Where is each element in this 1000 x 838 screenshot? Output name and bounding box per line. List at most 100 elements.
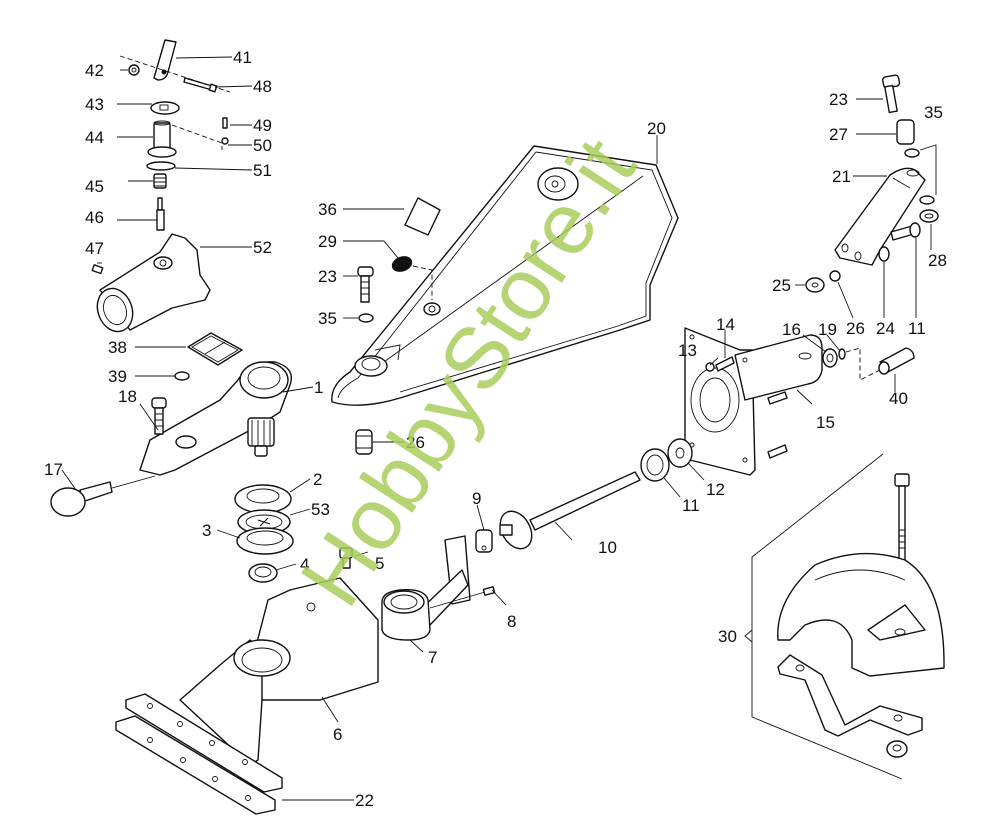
callout-23-right: 23 <box>829 90 848 109</box>
callout-6: 6 <box>333 725 342 744</box>
part-17-ring <box>838 347 881 381</box>
part-8-screw <box>429 586 496 609</box>
part-27-nut <box>805 277 825 293</box>
part-16-seal <box>822 348 838 368</box>
callout-7: 7 <box>428 648 437 667</box>
callout-41: 41 <box>233 48 252 67</box>
callout-18: 17 <box>44 460 63 479</box>
part-5-screw <box>339 547 353 569</box>
callout-2: 2 <box>313 470 322 489</box>
part-39-washer <box>174 371 190 381</box>
callout-24: 24 <box>876 319 895 338</box>
callout-13: 13 <box>678 341 697 360</box>
part-40-sleeve <box>878 347 915 375</box>
part-30-bolt <box>894 473 910 561</box>
callout-15: 15 <box>816 413 835 432</box>
part-4-bearing <box>248 563 278 583</box>
callout-11-right: 11 <box>908 319 926 338</box>
callout-27: 25 <box>772 276 791 295</box>
part-11-bearing <box>640 448 670 482</box>
part-51-oring <box>146 161 176 171</box>
callout-51: 51 <box>253 161 272 180</box>
leader-lines <box>61 56 932 801</box>
part-26-bushing-right <box>896 119 915 145</box>
part-28-washer <box>919 209 939 223</box>
callout-49: 49 <box>253 116 272 135</box>
callout-50: 50 <box>253 136 272 155</box>
part-38-label <box>187 332 243 366</box>
callout-1: 1 <box>314 378 323 397</box>
callout-29: 29 <box>318 232 337 251</box>
part-23-bolt-right <box>882 74 901 114</box>
part-41-lever <box>153 39 177 81</box>
part-30-nut <box>886 740 908 758</box>
callout-5: 5 <box>375 554 384 573</box>
part-13-washer <box>705 362 715 372</box>
callout-48: 48 <box>253 77 272 96</box>
part-9-coupling <box>475 529 493 553</box>
part-19-bolt <box>151 397 167 435</box>
callout-4: 4 <box>300 555 309 574</box>
callout-21: 20 <box>647 119 666 138</box>
callout-23-left: 23 <box>318 267 337 286</box>
callout-26-center: 26 <box>406 433 425 452</box>
callout-46: 46 <box>85 208 104 227</box>
callout-17: 19 <box>818 320 837 339</box>
callout-10: 10 <box>598 538 617 557</box>
part-15-flange-housing <box>684 327 823 476</box>
part-44-housing <box>147 120 223 158</box>
part-25-washer <box>829 270 841 282</box>
callout-14: 14 <box>716 315 735 334</box>
callout-53: 53 <box>311 500 330 519</box>
callout-26-right: 27 <box>829 125 848 144</box>
part-49-screw <box>222 117 228 129</box>
callout-20: 21 <box>832 167 851 186</box>
part-14-screw <box>715 356 788 459</box>
part-30-kit-bracket <box>744 453 903 780</box>
callout-42: 42 <box>85 61 104 80</box>
callout-36: 36 <box>318 200 337 219</box>
part-47-screw <box>91 264 104 275</box>
part-52-tube-housing <box>96 233 211 333</box>
callout-35-right: 35 <box>924 103 943 122</box>
callout-35-left: 35 <box>318 309 337 328</box>
callout-47: 47 <box>85 239 104 258</box>
callout-19: 18 <box>118 387 137 406</box>
callout-38: 38 <box>108 338 127 357</box>
part-18-knob <box>50 475 156 517</box>
part-46-pin <box>156 197 165 231</box>
part-7-arm <box>381 535 471 641</box>
part-23-bolt-left <box>357 266 374 303</box>
callout-12: 12 <box>706 480 725 499</box>
part-24-washer <box>878 246 890 262</box>
part-30-strap <box>777 654 923 737</box>
callout-43: 43 <box>85 95 104 114</box>
part-35-washers-right <box>904 144 937 205</box>
part-1-arm <box>139 361 293 476</box>
part-2-seal <box>234 484 292 514</box>
callout-39: 39 <box>108 367 127 386</box>
callout-3: 3 <box>202 521 211 540</box>
part-22-plates <box>115 693 283 815</box>
callout-28: 28 <box>928 251 947 270</box>
callout-44: 44 <box>85 128 104 147</box>
callout-8: 8 <box>507 612 516 631</box>
callout-52: 52 <box>253 238 272 257</box>
part-30-guard <box>777 552 945 677</box>
callout-9: 9 <box>472 489 481 508</box>
part-48-bolt <box>183 77 218 93</box>
part-10-shaft <box>499 471 641 550</box>
callout-16: 16 <box>782 320 801 339</box>
callout-25: 26 <box>846 319 865 338</box>
part-45-spring <box>153 173 167 189</box>
callout-labels: 41 42 48 43 49 44 50 51 45 46 47 52 38 3… <box>44 48 947 810</box>
callout-45: 45 <box>85 177 104 196</box>
part-6-base-housing <box>179 577 379 766</box>
part-11-bolt-right <box>890 222 921 241</box>
part-50-washer <box>221 137 229 145</box>
part-36-label <box>404 197 441 236</box>
callout-40: 40 <box>889 389 908 408</box>
part-21-cover <box>331 145 679 406</box>
part-12-washer <box>667 438 693 468</box>
